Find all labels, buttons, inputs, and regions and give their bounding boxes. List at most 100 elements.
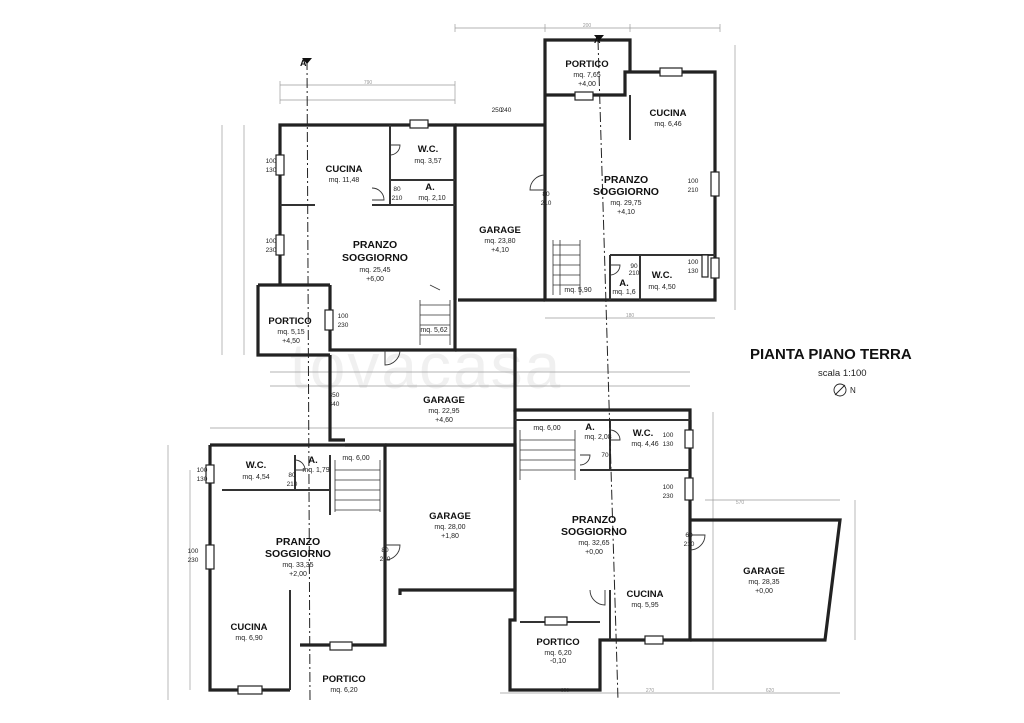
room-wc-bottom-left: W.C. mq. 4,54 (242, 460, 269, 481)
svg-text:PORTICO: PORTICO (322, 674, 365, 685)
svg-text:PRANZO: PRANZO (572, 514, 616, 526)
room-cucina-bottom-left: CUCINA mq. 6,90 (231, 622, 268, 642)
svg-text:+2,00: +2,00 (289, 571, 307, 578)
svg-text:210: 210 (541, 200, 552, 207)
svg-text:90: 90 (630, 263, 638, 270)
svg-text:250: 250 (492, 107, 503, 114)
room-portico-left: PORTICO mq. 5,15 +4,50 (268, 316, 311, 345)
svg-text:GARAGE: GARAGE (743, 566, 785, 577)
room-soggiorno-top-right: PRANZO SOGGIORNO mq. 29,75 +4,10 (593, 174, 659, 216)
svg-text:W.C.: W.C. (246, 460, 267, 471)
svg-text:PORTICO: PORTICO (536, 637, 579, 648)
svg-text:+0,00: +0,00 (585, 549, 603, 556)
stairs (334, 240, 581, 512)
svg-text:-0,10: -0,10 (550, 658, 566, 665)
room-a-bottom-left: A. mq. 1,79 (302, 455, 329, 474)
svg-text:mq. 2,10: mq. 2,10 (418, 195, 445, 202)
svg-text:CUCINA: CUCINA (627, 589, 664, 600)
svg-text:230: 230 (266, 247, 277, 254)
svg-text:SOGGIORNO: SOGGIORNO (342, 252, 408, 264)
doors (294, 144, 706, 606)
svg-text:100: 100 (266, 158, 277, 165)
svg-text:mq. 4,54: mq. 4,54 (242, 474, 269, 481)
svg-text:PORTICO: PORTICO (268, 316, 311, 327)
svg-text:130: 130 (266, 167, 277, 174)
svg-text:+4,60: +4,60 (435, 417, 453, 424)
svg-text:PORTICO: PORTICO (565, 59, 608, 70)
svg-text:mq. 1,6: mq. 1,6 (612, 289, 635, 296)
room-garage-right: GARAGE mq. 28,35 +0,00 (743, 566, 785, 595)
svg-text:790: 790 (364, 80, 373, 86)
svg-text:mq. 6,46: mq. 6,46 (654, 121, 681, 128)
svg-text:100: 100 (688, 178, 699, 185)
svg-text:210: 210 (684, 541, 695, 548)
svg-text:mq. 5,15: mq. 5,15 (277, 329, 304, 336)
svg-text:230: 230 (663, 493, 674, 500)
svg-text:mq. 6,20: mq. 6,20 (544, 650, 571, 657)
svg-text:mq. 6,20: mq. 6,20 (330, 687, 357, 694)
svg-text:mq. 4,46: mq. 4,46 (631, 441, 658, 448)
plan-scale: scala 1:100 (818, 368, 867, 379)
svg-text:130: 130 (197, 476, 208, 483)
room-soggiorno-bottom-right: PRANZO SOGGIORNO mq. 32,65 +0,00 (561, 514, 627, 556)
svg-text:620: 620 (766, 688, 775, 694)
svg-text:210: 210 (392, 195, 403, 202)
stair-area-top-right: mq. 5,90 (564, 287, 591, 294)
svg-text:210: 210 (287, 481, 298, 488)
svg-text:200: 200 (583, 23, 592, 29)
svg-text:570: 570 (736, 500, 745, 506)
svg-text:+6,00: +6,00 (366, 276, 384, 283)
svg-text:SOGGIORNO: SOGGIORNO (561, 526, 627, 538)
svg-text:130: 130 (688, 268, 699, 275)
svg-text:340: 340 (329, 401, 340, 408)
svg-text:130: 130 (663, 441, 674, 448)
room-wc-top-left: W.C. mq. 3,57 (414, 144, 441, 165)
stair-area-bottom-right: mq. 6,00 (533, 425, 560, 432)
walls (208, 38, 842, 692)
room-portico-top-right: PORTICO mq. 7,65 +4,00 (565, 59, 608, 88)
dimension-lines: 790 200 180 570 350 270 620 (167, 23, 856, 700)
room-portico-bottom-right: PORTICO mq. 6,20 -0,10 (536, 637, 579, 665)
room-cucina-top-right: CUCINA mq. 6,46 (650, 108, 687, 128)
svg-text:A.: A. (425, 182, 435, 193)
svg-text:CUCINA: CUCINA (231, 622, 268, 633)
svg-text:80: 80 (381, 547, 389, 554)
windows (205, 67, 720, 695)
svg-text:A.: A. (585, 422, 595, 433)
svg-text:GARAGE: GARAGE (429, 511, 471, 522)
room-a-top-left: A. mq. 2,10 (418, 182, 445, 202)
north-arrow-icon (833, 383, 847, 397)
svg-text:+4,00: +4,00 (578, 81, 596, 88)
svg-text:+4,10: +4,10 (491, 247, 509, 254)
room-soggiorno-bottom-left: PRANZO SOGGIORNO mq. 33,35 +2,00 (265, 536, 331, 578)
room-wc-top-right: W.C. mq. 4,50 (648, 270, 675, 291)
svg-text:SOGGIORNO: SOGGIORNO (265, 548, 331, 560)
svg-text:210: 210 (688, 187, 699, 194)
svg-text:100: 100 (266, 238, 277, 245)
svg-text:W.C.: W.C. (652, 270, 673, 281)
svg-text:mq. 11,48: mq. 11,48 (329, 177, 360, 184)
svg-text:PRANZO: PRANZO (276, 536, 320, 548)
svg-text:CUCINA: CUCINA (650, 108, 687, 119)
room-garage-bottom-mid: GARAGE mq. 28,00 +1,80 (429, 511, 471, 540)
svg-text:mq. 3,57: mq. 3,57 (414, 158, 441, 165)
plan-title: PIANTA PIANO TERRA (750, 346, 912, 363)
svg-text:230: 230 (188, 557, 199, 564)
svg-text:W.C.: W.C. (418, 144, 439, 155)
svg-text:mq. 5,95: mq. 5,95 (631, 602, 658, 609)
svg-text:100: 100 (663, 432, 674, 439)
room-cucina-bottom-right: CUCINA mq. 5,95 (627, 589, 664, 609)
stair-area-top-left: mq. 5,62 (420, 327, 447, 334)
room-wc-bottom-right: W.C. mq. 4,46 (631, 428, 658, 448)
room-garage-mid: GARAGE mq. 22,95 +4,60 (423, 395, 465, 424)
svg-text:+4,50: +4,50 (282, 338, 300, 345)
svg-text:210: 210 (380, 556, 391, 563)
svg-text:mq. 28,35: mq. 28,35 (748, 579, 779, 586)
svg-text:60: 60 (685, 532, 693, 539)
svg-text:mq. 23,80: mq. 23,80 (484, 238, 515, 245)
svg-text:PRANZO: PRANZO (353, 239, 397, 251)
room-soggiorno-top-left: PRANZO SOGGIORNO mq. 25,45 +6,00 (342, 239, 408, 283)
room-portico-bottom-left: PORTICO mq. 6,20 (322, 674, 365, 694)
svg-text:100: 100 (197, 467, 208, 474)
